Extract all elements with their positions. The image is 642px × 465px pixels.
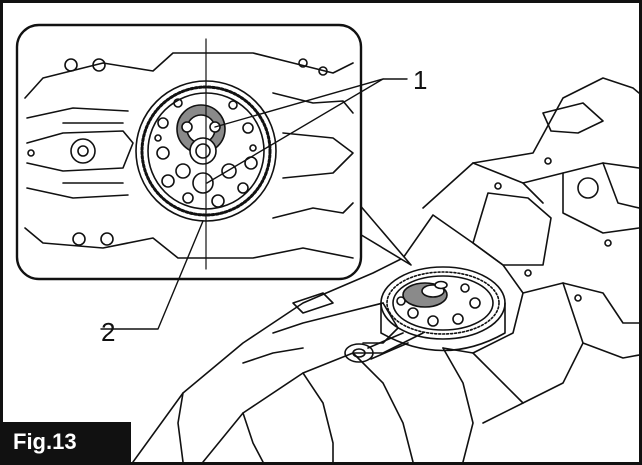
technical-drawing xyxy=(15,23,639,462)
callout-wedge xyxy=(357,202,412,266)
figure-label: Fig.13 xyxy=(3,422,131,462)
gear-assembly xyxy=(380,266,506,352)
callout-label-1: 1 xyxy=(413,65,428,95)
callout-label-2: 2 xyxy=(101,317,116,347)
machine-body xyxy=(132,77,639,462)
leader-lines xyxy=(100,78,408,330)
inset-detail xyxy=(15,23,363,281)
